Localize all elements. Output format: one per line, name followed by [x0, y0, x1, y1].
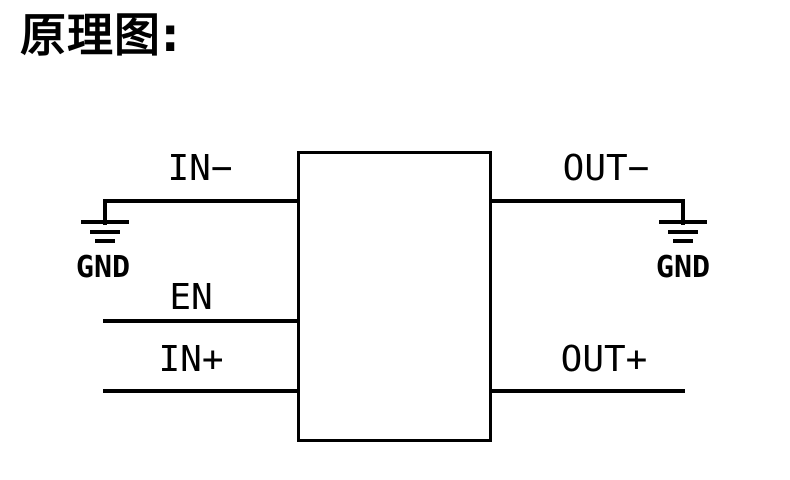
ground-bar-middle: [90, 230, 120, 234]
gnd-label-right: GND: [655, 250, 711, 285]
pin-label-in-plus: IN+: [158, 339, 224, 380]
ground-bar-bottom: [95, 239, 115, 243]
wire-out-minus: [490, 199, 685, 203]
ground-bar-bottom: [673, 239, 693, 243]
ground-lead-right: [681, 199, 685, 225]
wire-in-plus: [103, 389, 299, 393]
ground-bar-top: [659, 220, 707, 224]
ground-icon: [81, 220, 129, 244]
component-box: [297, 151, 492, 442]
wire-out-plus: [490, 389, 685, 393]
pin-label-en: EN: [169, 277, 213, 318]
pin-label-out-plus: OUT+: [560, 339, 648, 380]
gnd-label-left: GND: [75, 250, 131, 285]
pin-label-out-minus: OUT−: [562, 148, 650, 189]
pin-label-in-minus: IN−: [167, 148, 233, 189]
wire-en: [103, 319, 299, 323]
ground-bar-middle: [668, 230, 698, 234]
ground-lead-left: [103, 199, 107, 225]
page-title: 原理图:: [20, 8, 181, 62]
ground-icon: [659, 220, 707, 244]
ground-bar-top: [81, 220, 129, 224]
wire-in-minus: [103, 199, 299, 203]
